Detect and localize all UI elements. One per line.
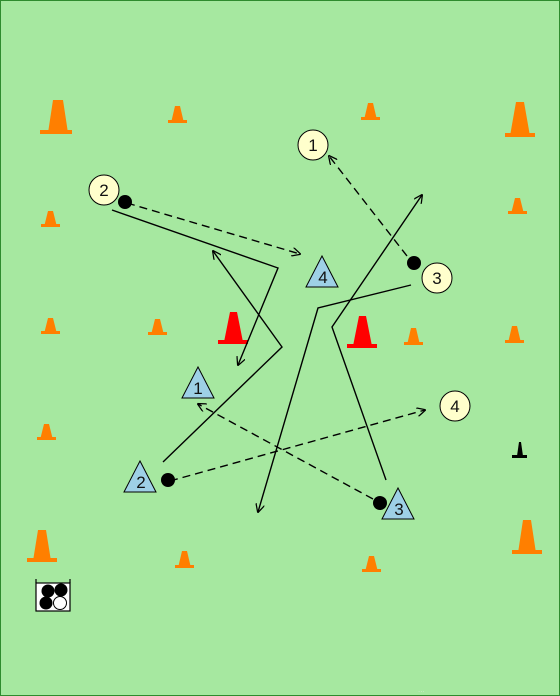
player-circle-icon bbox=[297, 129, 329, 161]
cone-small-icon bbox=[362, 556, 381, 572]
cone-small-icon bbox=[41, 318, 60, 334]
balls bbox=[118, 195, 421, 510]
attribution-text: ... bbox=[418, 686, 425, 694]
player-triangle-icon bbox=[123, 459, 157, 493]
goal-cone-icon bbox=[347, 316, 377, 348]
ball-icon bbox=[407, 256, 421, 270]
player-triangle-icon bbox=[381, 486, 415, 520]
cone-small-icon bbox=[148, 319, 167, 335]
cones bbox=[27, 100, 542, 572]
ball-icon bbox=[118, 195, 132, 209]
cone-small-icon bbox=[37, 424, 56, 440]
team-a-player: 4 bbox=[439, 390, 471, 422]
team-b-player: 1 bbox=[181, 365, 215, 399]
player-number: 4 bbox=[318, 268, 327, 287]
player-circle-icon bbox=[421, 262, 453, 294]
goal-cone-icon bbox=[218, 312, 248, 344]
player-circle-icon bbox=[439, 390, 471, 422]
player-number: 2 bbox=[136, 473, 145, 492]
cone-large-icon bbox=[505, 102, 535, 137]
cone-small-icon bbox=[168, 106, 187, 123]
run-path-team-b-2 bbox=[162, 251, 283, 463]
team-b-player: 3 bbox=[381, 486, 415, 520]
run-path-player-2 bbox=[111, 209, 279, 365]
ball-bag-icon bbox=[35, 579, 71, 612]
cone-small-icon bbox=[404, 328, 423, 345]
ball-icon bbox=[161, 473, 175, 487]
player-number: 3 bbox=[394, 500, 403, 519]
player-triangle-icon bbox=[181, 365, 215, 399]
cone-large-icon bbox=[40, 100, 72, 134]
cone-small-icon bbox=[175, 551, 194, 568]
player-number: 1 bbox=[308, 136, 317, 155]
goal-cones bbox=[218, 312, 377, 348]
pass-line bbox=[198, 404, 374, 500]
cone-large-icon bbox=[27, 530, 57, 562]
pass-line bbox=[329, 156, 408, 257]
team-b-player: 2 bbox=[123, 459, 157, 493]
pass-line bbox=[126, 202, 300, 254]
flag-marker-icon bbox=[512, 442, 527, 458]
cone-small-icon bbox=[41, 211, 60, 227]
pass-line bbox=[169, 410, 425, 482]
team-a-player: 1 bbox=[297, 129, 329, 161]
player-circle-icon bbox=[88, 174, 120, 206]
player-number: 2 bbox=[99, 181, 108, 200]
player-number: 1 bbox=[193, 379, 202, 398]
team-a-player: 2 bbox=[88, 174, 120, 206]
team-a-player: 3 bbox=[421, 262, 453, 294]
cone-small-icon bbox=[361, 103, 380, 120]
run-path-team-b-3 bbox=[331, 195, 422, 481]
player-number: 4 bbox=[450, 397, 459, 416]
cone-small-icon bbox=[508, 198, 527, 214]
ball-icon bbox=[373, 496, 387, 510]
run-paths bbox=[111, 195, 422, 512]
player-number: 3 bbox=[432, 269, 441, 288]
cone-small-icon bbox=[505, 326, 524, 343]
team-b-player: 4 bbox=[305, 254, 339, 288]
run-path-player-3 bbox=[258, 284, 412, 512]
player-triangle-icon bbox=[305, 254, 339, 288]
cone-large-icon bbox=[512, 520, 542, 554]
pass-paths bbox=[126, 156, 425, 500]
